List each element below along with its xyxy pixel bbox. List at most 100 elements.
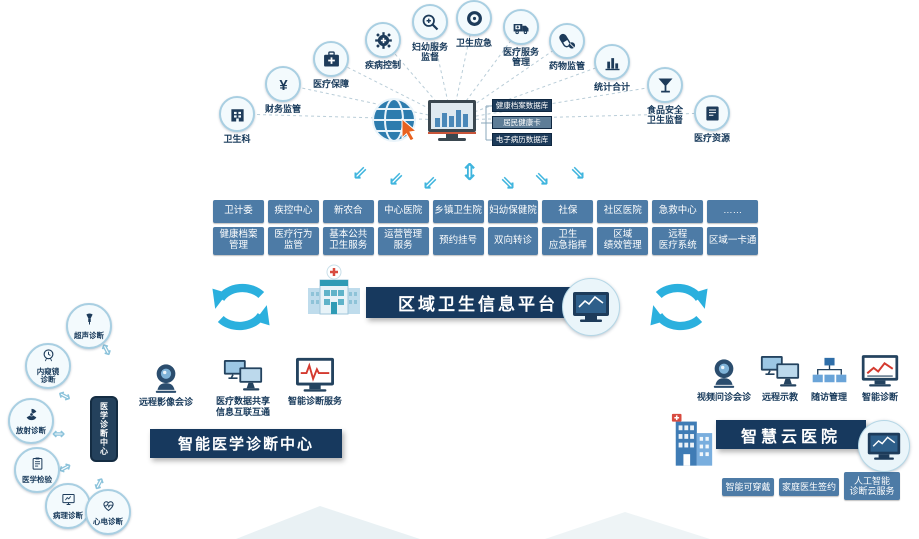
feature-smart-diagnosis-service: 智能诊断服务 xyxy=(282,352,348,407)
monitor-chart-icon xyxy=(426,98,478,144)
wearable-button[interactable]: 智能可穿戴 xyxy=(722,478,774,496)
down-right-arrow-icon: ⇘ xyxy=(500,172,516,194)
arc-item-statistics: 统计合计 xyxy=(580,44,644,92)
database-box-resident-card: 居民健康卡 xyxy=(492,116,552,129)
service-button-health-records[interactable]: 健康档案 管理 xyxy=(213,227,264,255)
modality-label: 心电诊断 xyxy=(93,516,123,526)
arc-item-medical-resources: 医疗资源 xyxy=(680,95,744,143)
disc-icon xyxy=(456,0,492,36)
medkit-icon xyxy=(313,41,349,77)
org-button-xinnonghe[interactable]: 新农合 xyxy=(322,200,374,223)
arc-label: 食品安全 卫生监督 xyxy=(646,105,683,126)
arc-item-maternal-supervision: 妇幼服务 监督 xyxy=(398,4,462,63)
radiology-icon xyxy=(24,407,39,427)
platform-title: 区域卫生信息平台 xyxy=(398,295,558,314)
down-right-arrow-icon: ⇘ xyxy=(534,168,550,190)
platform-monitor-badge xyxy=(562,278,620,336)
gear-icon xyxy=(365,22,401,58)
diagnosis-center-banner: 智能医学诊断中心 xyxy=(150,429,342,458)
cloud-hospital-banner: 智慧云医院 xyxy=(716,420,866,449)
feature-label: 随访管理 xyxy=(810,392,847,402)
org-button-emergency-center[interactable]: 急救中心 xyxy=(652,200,704,223)
cloud-hospital-monitor-badge xyxy=(858,420,910,472)
network-monitors-icon xyxy=(752,350,808,390)
book-icon xyxy=(694,95,730,131)
service-button-telemedicine[interactable]: 远程 医疗系统 xyxy=(652,227,704,255)
up-down-arrow-icon: ⇕ xyxy=(460,160,480,186)
modality-ultrasound: 超声诊断 xyxy=(66,303,112,349)
arc-item-food-safety: 食品安全 卫生监督 xyxy=(633,67,697,126)
feature-remote-imaging: 远程影像会诊 xyxy=(130,357,202,408)
arc-label: 统计合计 xyxy=(593,82,630,92)
service-button-referral[interactable]: 双向转诊 xyxy=(487,227,539,255)
monitor-icon xyxy=(571,290,611,324)
arc-label: 疾病控制 xyxy=(364,60,401,70)
service-button-onecard[interactable]: 区域一卡通 xyxy=(707,227,759,255)
family-doctor-button[interactable]: 家庭医生签约 xyxy=(779,478,839,496)
barchart-icon xyxy=(594,44,630,80)
diagnosis-terminal-device: 医学诊断中心 xyxy=(90,396,118,462)
endoscope-icon xyxy=(41,348,56,368)
arc-label: 财务监管 xyxy=(264,104,301,114)
monitor-icon xyxy=(866,431,902,462)
org-button-row: 卫计委 疾控中心 新农合 中心医院 乡镇卫生院 妇幼保健院 社保 社区医院 急救… xyxy=(213,200,759,223)
down-left-arrow-icon: ⇙ xyxy=(422,172,438,194)
modality-lab-test: 医学检验 xyxy=(14,447,60,493)
org-button-central-hospital[interactable]: 中心医院 xyxy=(377,200,429,223)
arc-label: 医疗资源 xyxy=(693,133,730,143)
hospital-icon xyxy=(304,262,364,318)
org-button-maternal-hospital[interactable]: 妇幼保健院 xyxy=(487,200,539,223)
org-button-more[interactable]: …… xyxy=(707,200,759,223)
feature-label: 视频问诊会诊 xyxy=(696,392,751,402)
ecg-monitor-icon xyxy=(282,352,348,394)
service-button-public-health[interactable]: 基本公共 卫生服务 xyxy=(322,227,374,255)
feature-label: 智能诊断服务 xyxy=(287,396,342,406)
cursor-icon xyxy=(400,117,420,142)
org-button-social-security[interactable]: 社保 xyxy=(542,200,594,223)
modality-label: 内窥镜 诊断 xyxy=(36,366,60,384)
arc-label: 卫生科 xyxy=(223,134,251,144)
arc-label: 医疗服务 管理 xyxy=(502,47,539,68)
network-monitors-icon xyxy=(205,354,281,394)
modality-endoscope: 内窥镜 诊断 xyxy=(25,343,71,389)
building-icon xyxy=(219,96,255,132)
glass-icon xyxy=(647,67,683,103)
down-left-arrow-icon: ⇙ xyxy=(388,168,404,190)
webcam-icon xyxy=(694,352,754,390)
feature-label: 医疗数据共享 信息互联互通 xyxy=(215,396,270,417)
ai-cloud-service-button[interactable]: 人工智能 诊断云服务 xyxy=(844,472,900,500)
magnifier-icon xyxy=(412,4,448,40)
yen-icon: ¥ xyxy=(265,66,301,102)
feature-remote-teaching: 远程示教 xyxy=(752,350,808,403)
database-box-health-records: 健康档案数据库 xyxy=(492,99,552,112)
cycle-arrows-right-icon xyxy=(644,282,714,337)
service-button-appointment[interactable]: 预约挂号 xyxy=(432,227,484,255)
feature-label: 智能诊断 xyxy=(861,392,898,402)
svg-text:¥: ¥ xyxy=(279,77,288,93)
org-button-weijiwei[interactable]: 卫计委 xyxy=(213,200,264,223)
service-button-performance[interactable]: 区域 绩效管理 xyxy=(597,227,649,255)
modality-label: 病理诊断 xyxy=(53,510,83,520)
cycle-arrows-left-icon xyxy=(206,282,276,337)
service-button-emergency-command[interactable]: 卫生 应急指挥 xyxy=(542,227,594,255)
org-button-cdc[interactable]: 疾控中心 xyxy=(267,200,319,223)
service-button-behavior-supervision[interactable]: 医疗行为 监管 xyxy=(267,227,319,255)
heart-icon xyxy=(101,498,116,518)
device-label: 医学诊断中心 xyxy=(99,402,109,456)
arc-item-disease-control: 疾病控制 xyxy=(351,22,415,70)
org-button-community-hospital[interactable]: 社区医院 xyxy=(597,200,649,223)
service-button-operation-mgmt[interactable]: 运营管理 服务 xyxy=(377,227,429,255)
feature-data-sharing: 医疗数据共享 信息互联互通 xyxy=(205,354,281,418)
arc-item-medical-service-mgmt: 医疗服务 管理 xyxy=(489,9,553,68)
ambulance-icon xyxy=(503,9,539,45)
cloud-hospital-title: 智慧云医院 xyxy=(740,428,841,446)
down-left-arrow-icon: ⇙ xyxy=(352,162,368,184)
feature-label: 远程示教 xyxy=(761,392,798,402)
arc-item-finance: ¥ 财务监管 xyxy=(251,66,315,114)
webcam-icon xyxy=(130,357,202,395)
diagnosis-center-title: 智能医学诊断中心 xyxy=(177,436,314,453)
org-button-township-clinic[interactable]: 乡镇卫生院 xyxy=(432,200,484,223)
arc-item-medical-insurance: 医疗保障 xyxy=(299,41,363,89)
arc-label: 卫生应急 xyxy=(455,38,492,48)
